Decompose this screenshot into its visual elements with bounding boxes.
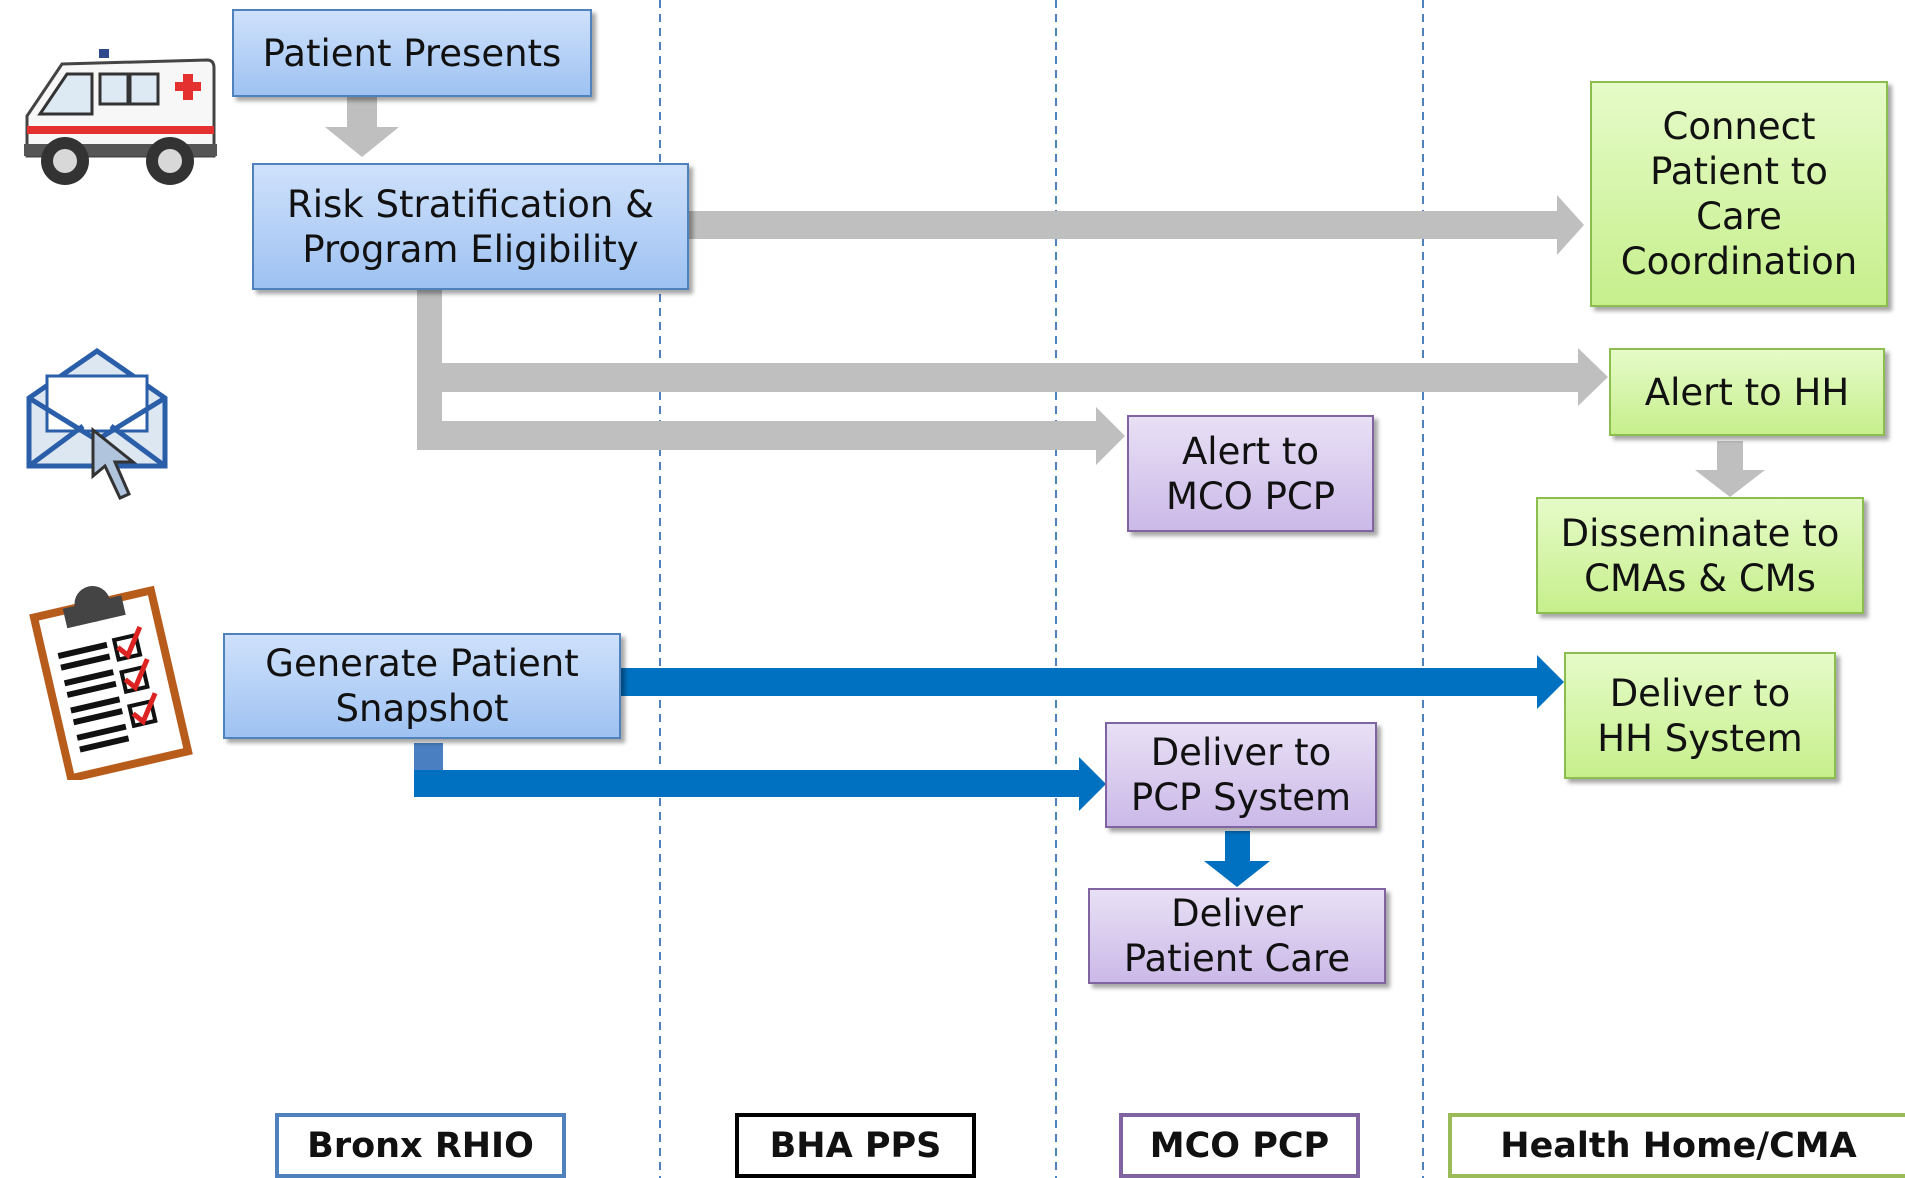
email-envelope-icon — [26, 348, 168, 500]
node-patient-presents: Patient Presents — [232, 9, 592, 97]
node-deliver-patient-care: Deliver Patient Care — [1088, 888, 1386, 984]
node-alert-mco-pcp: Alert to MCO PCP — [1127, 415, 1374, 532]
lane-label-mco-pcp: MCO PCP — [1119, 1113, 1360, 1178]
arrow-risk-to-connect — [688, 195, 1584, 255]
arrow-pcp-to-patient-care — [1204, 831, 1270, 887]
node-alert-hh: Alert to HH — [1609, 348, 1885, 436]
arrow-presents-to-risk — [325, 97, 399, 157]
node-connect-patient: Connect Patient to Care Coordination — [1590, 81, 1888, 307]
arrow-risk-to-alert-hh — [417, 348, 1608, 406]
lane-label-health-home-cma: Health Home/CMA — [1448, 1113, 1905, 1178]
node-deliver-hh-system: Deliver to HH System — [1564, 652, 1836, 779]
arrow-snapshot-to-hh-system — [620, 655, 1564, 709]
lane-label-bronx-rhio: Bronx RHIO — [275, 1113, 566, 1178]
lane-label-bha-pps: BHA PPS — [735, 1113, 976, 1178]
clipboard-checklist-icon — [29, 585, 193, 780]
arrow-alert-hh-to-disseminate — [1695, 441, 1765, 497]
arrow-risk-to-alert-mco — [417, 407, 1125, 465]
node-risk-stratification: Risk Stratification & Program Eligibilit… — [252, 163, 689, 290]
ambulance-icon — [24, 49, 217, 185]
node-generate-snapshot: Generate Patient Snapshot — [223, 633, 621, 739]
node-disseminate: Disseminate to CMAs & CMs — [1536, 497, 1864, 614]
arrow-snapshot-to-pcp-system — [414, 757, 1106, 811]
node-deliver-pcp-system: Deliver to PCP System — [1105, 722, 1377, 828]
